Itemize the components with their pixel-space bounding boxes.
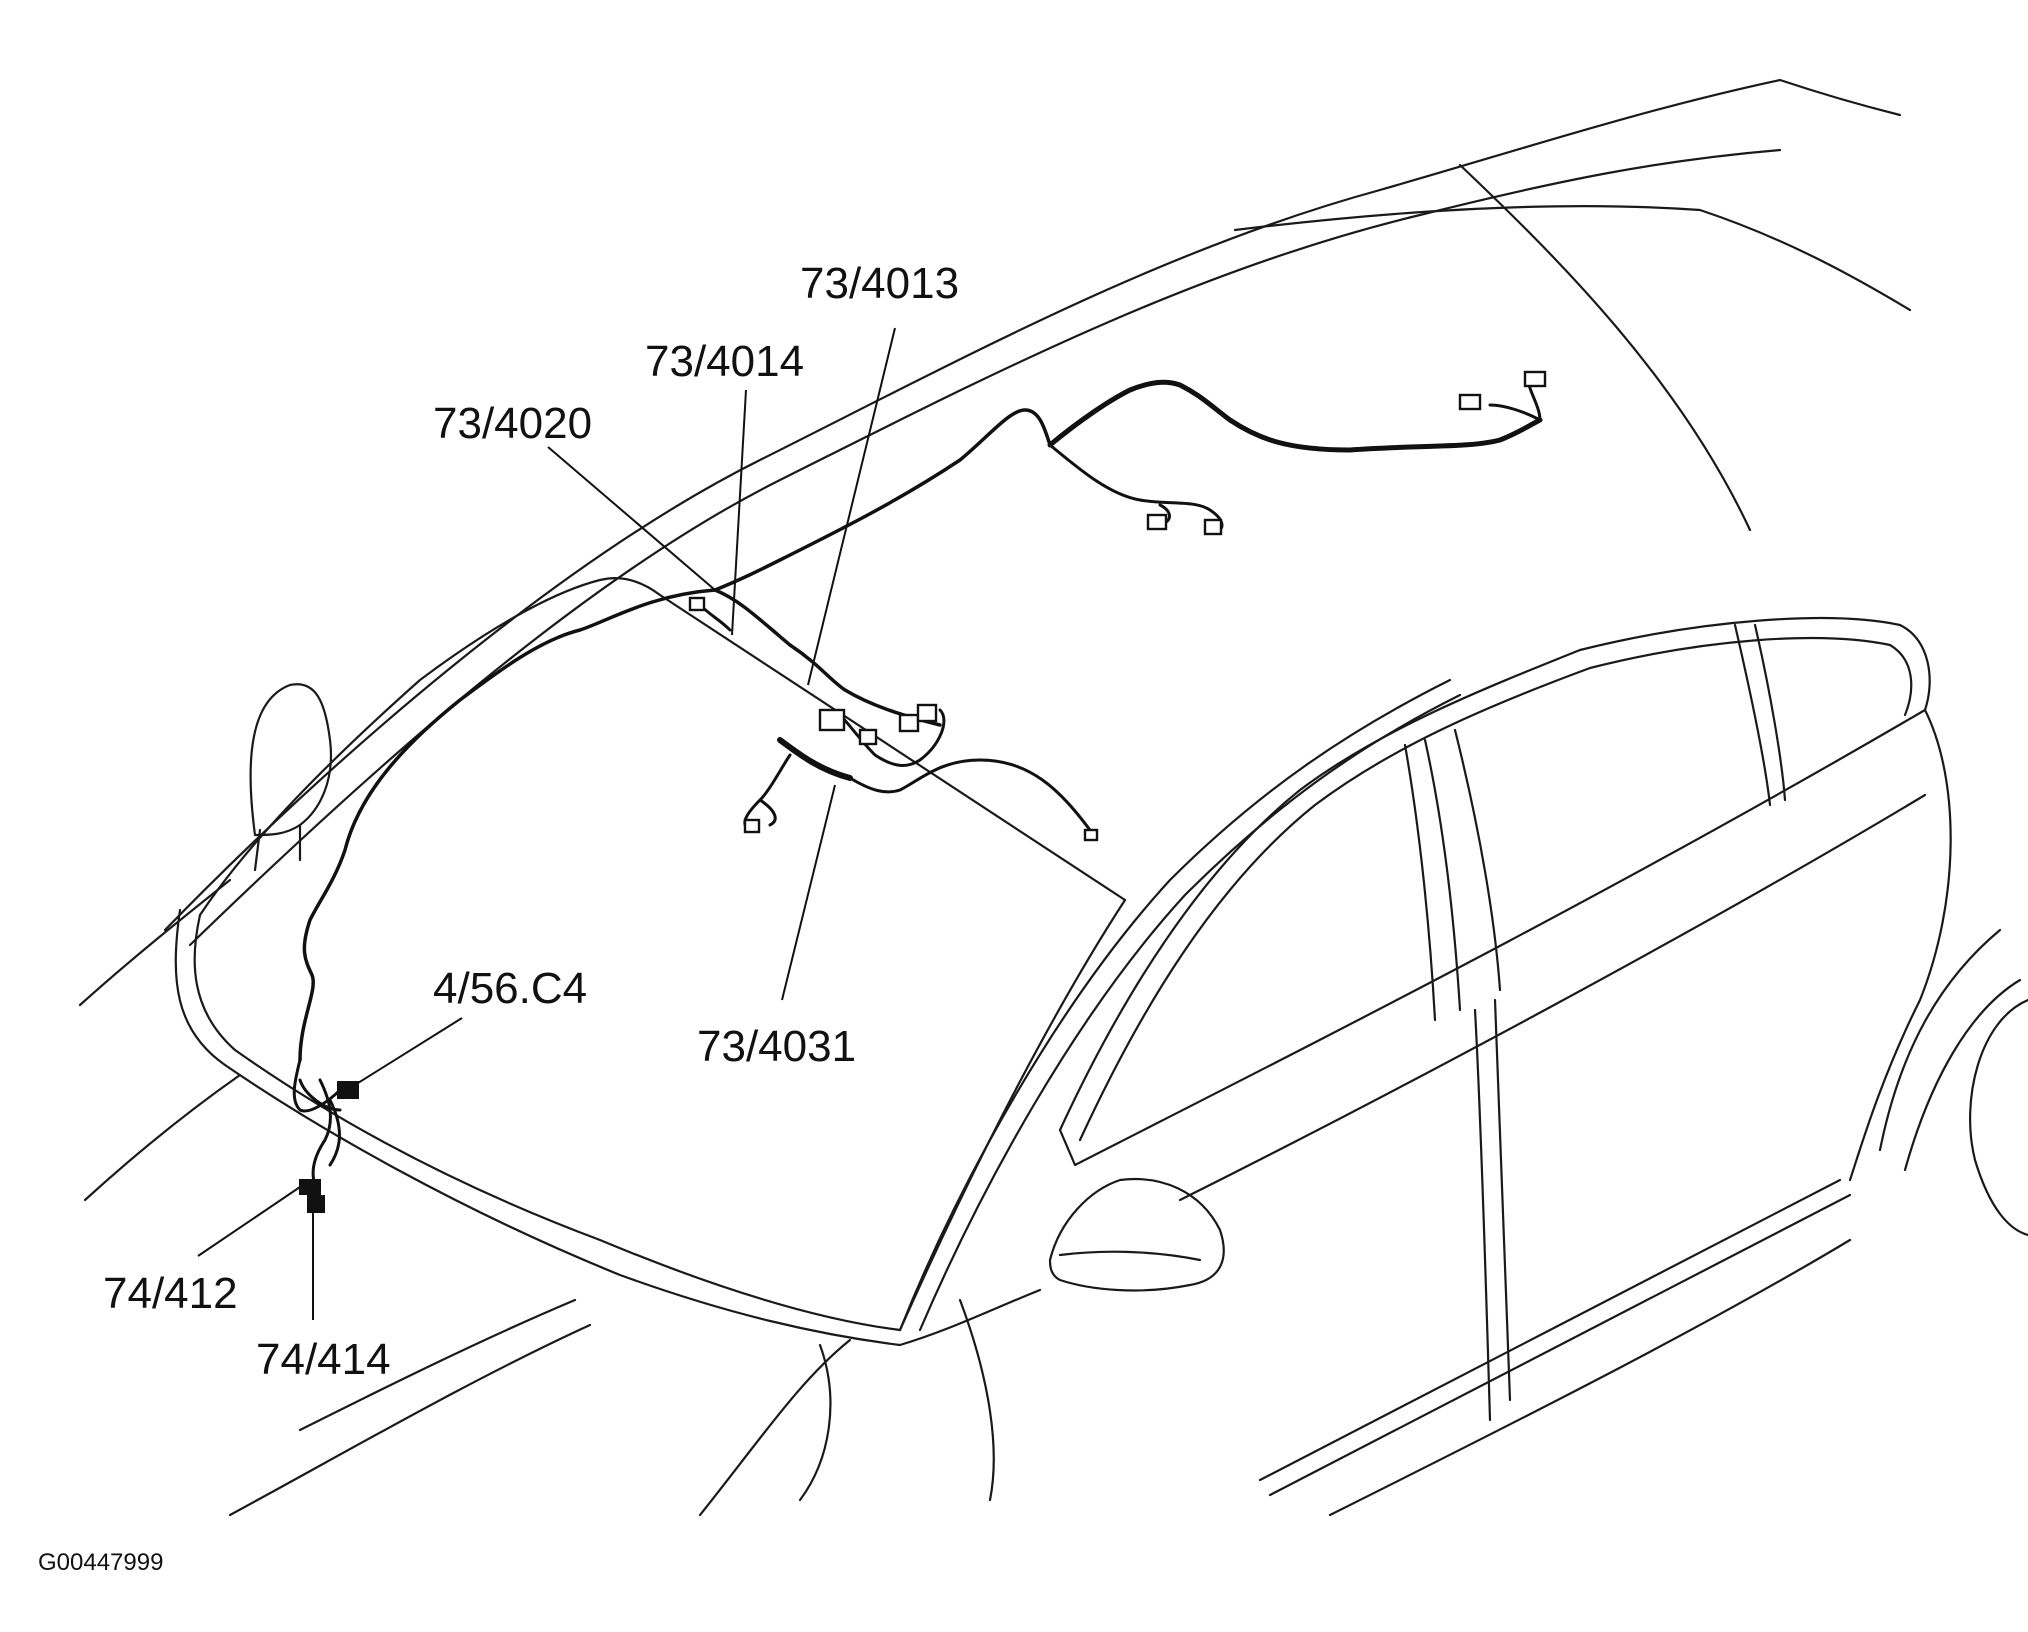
side-window-top-inner [1078, 636, 1913, 1142]
harness-center-left-drop [743, 753, 792, 832]
harness-center-up [713, 408, 1052, 592]
b-pillar-left [1403, 743, 1437, 1022]
door-seam [1473, 1008, 1492, 1422]
harness-center-mid [838, 708, 946, 767]
hood-line-2 [83, 1073, 242, 1202]
b-pillar-mid [1423, 738, 1462, 1012]
harness-roof-run [1047, 379, 1543, 453]
connector-center-1 [898, 713, 920, 733]
connector-74-412 [299, 1179, 321, 1195]
callout-74-412: 74/412 [103, 1269, 238, 1318]
callout-4-56-c4: 4/56.C4 [433, 964, 587, 1013]
left-mirror-stem [253, 823, 302, 872]
roof-outer-line [163, 78, 1782, 932]
leader-4-56-c4 [349, 1017, 463, 1089]
side-window-bottom [1058, 708, 1927, 1167]
left-mirror [249, 683, 333, 837]
wiring-harness [292, 378, 1543, 1187]
callout-73-4013: 73/4013 [800, 259, 959, 308]
windshield-frame-right [898, 898, 1127, 1332]
connector-dome-2 [1203, 518, 1223, 536]
right-mirror-inner [1058, 1250, 1202, 1262]
c-pillar-2 [1753, 623, 1787, 802]
a-pillar-inner [918, 693, 1462, 1332]
belt-line [1178, 793, 1927, 1202]
callout-73-4014: 73/4014 [645, 337, 804, 386]
rear-body [1848, 708, 1952, 1182]
harness-left-lower-2 [328, 1098, 341, 1167]
hood-line-4 [298, 1298, 577, 1432]
harness-left-run [298, 588, 717, 1062]
a-pillar-outer [898, 678, 1452, 1332]
rear-wheel-arch [1878, 928, 2002, 1152]
connectors [299, 370, 1547, 1213]
hood-line-1 [78, 878, 232, 1007]
door-seam-2 [1493, 998, 1512, 1402]
rocker-3 [1328, 1238, 1852, 1517]
hood-line-3 [228, 1323, 592, 1517]
leader-73-4031 [781, 784, 836, 1001]
connector-center-2 [916, 703, 938, 723]
leader-73-4020 [547, 446, 716, 591]
roof-rear-curve [1458, 163, 1752, 532]
leader-73-4014 [731, 389, 747, 636]
leader-74-412 [197, 1186, 301, 1257]
front-fender [958, 1298, 995, 1502]
roof-inner-line [188, 148, 1782, 947]
harness-center-thick [777, 737, 853, 781]
figure-id: G00447999 [38, 1549, 163, 1576]
harness-center-lower [848, 758, 1092, 832]
callout-74-414: 74/414 [256, 1335, 391, 1384]
hood-line-5 [698, 1338, 852, 1517]
windshield-lower-edge [174, 908, 1042, 1347]
c-pillar [1733, 623, 1772, 807]
rocker-1 [1258, 1178, 1842, 1482]
windshield-outer [198, 577, 1127, 917]
harness-left-lower [311, 1078, 332, 1187]
b-pillar-right [1453, 728, 1502, 992]
callout-labels: 73/4013 73/4014 73/4020 73/4031 4/56.C4 … [103, 259, 959, 1384]
leader-lines [197, 327, 896, 1320]
side-window-top [1058, 617, 1931, 1132]
connector-rear-2 [1523, 370, 1547, 388]
leader-73-4013 [807, 327, 896, 686]
connector-lower-right [1083, 828, 1099, 842]
rear-window-line [1233, 204, 1912, 312]
connector-dome-1 [1146, 513, 1168, 531]
connector-74-414 [307, 1195, 325, 1213]
callout-73-4020: 73/4020 [433, 399, 592, 448]
rocker-2 [1268, 1193, 1852, 1497]
rear-wheel [1969, 998, 2028, 1237]
connector-mirror [688, 596, 706, 612]
windshield-frame-left [193, 913, 902, 1332]
connector-center-3 [818, 708, 846, 732]
front-fender-2 [798, 1343, 832, 1502]
harness-center-main [713, 588, 942, 727]
connector-center-4 [858, 728, 878, 746]
rear-wheel-arch-2 [1903, 978, 2022, 1172]
right-mirror [1048, 1178, 1225, 1292]
connector-rear-1 [1458, 393, 1482, 411]
car-body-outline [78, 78, 2028, 1517]
harness-dome-branch [1048, 443, 1224, 534]
callout-73-4031: 73/4031 [697, 1022, 856, 1071]
roof-right-edge [1778, 78, 1902, 117]
connector-lower-left [743, 818, 761, 834]
